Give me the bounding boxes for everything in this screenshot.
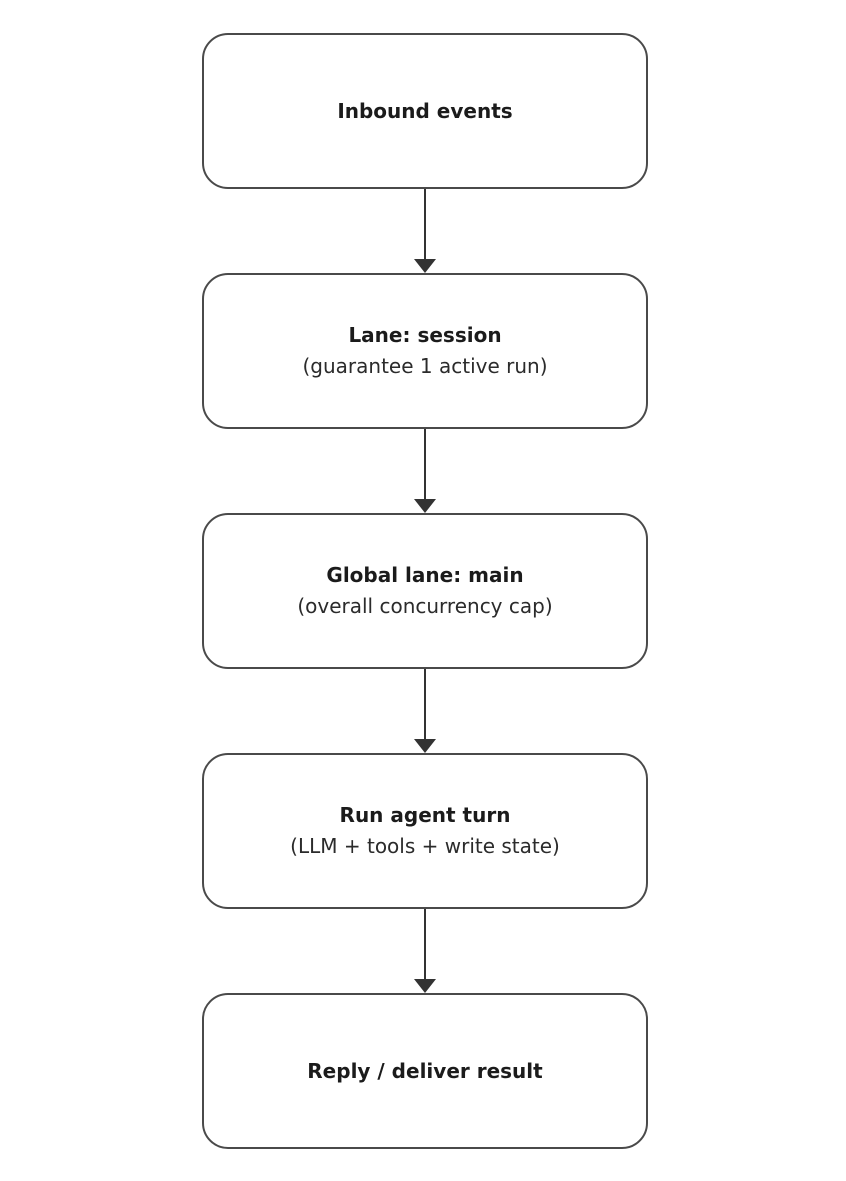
arrow-line xyxy=(424,429,426,500)
edge-arrow-3 xyxy=(414,669,436,753)
arrowhead-down-icon xyxy=(414,979,436,993)
node-inbound-events: Inbound events xyxy=(202,33,648,189)
arrowhead-down-icon xyxy=(414,739,436,753)
node-subtitle: (LLM + tools + write state) xyxy=(290,834,560,858)
edge-arrow-4 xyxy=(414,909,436,993)
arrow-line xyxy=(424,189,426,260)
arrowhead-down-icon xyxy=(414,259,436,273)
node-title: Global lane: main xyxy=(326,563,524,587)
node-run-agent-turn: Run agent turn (LLM + tools + write stat… xyxy=(202,753,648,909)
node-subtitle: (guarantee 1 active run) xyxy=(302,354,548,378)
arrowhead-down-icon xyxy=(414,499,436,513)
node-title: Inbound events xyxy=(337,98,513,123)
node-global-lane-main: Global lane: main (overall concurrency c… xyxy=(202,513,648,669)
node-title: Run agent turn xyxy=(339,803,511,827)
node-reply-deliver-result: Reply / deliver result xyxy=(202,993,648,1149)
node-subtitle: (overall concurrency cap) xyxy=(297,594,553,618)
node-lane-session: Lane: session (guarantee 1 active run) xyxy=(202,273,648,429)
node-title: Lane: session xyxy=(348,323,502,347)
node-title: Reply / deliver result xyxy=(307,1058,543,1083)
arrow-line xyxy=(424,669,426,740)
flowchart-column: Inbound events Lane: session (guarantee … xyxy=(202,33,648,1149)
edge-arrow-2 xyxy=(414,429,436,513)
edge-arrow-1 xyxy=(414,189,436,273)
arrow-line xyxy=(424,909,426,980)
